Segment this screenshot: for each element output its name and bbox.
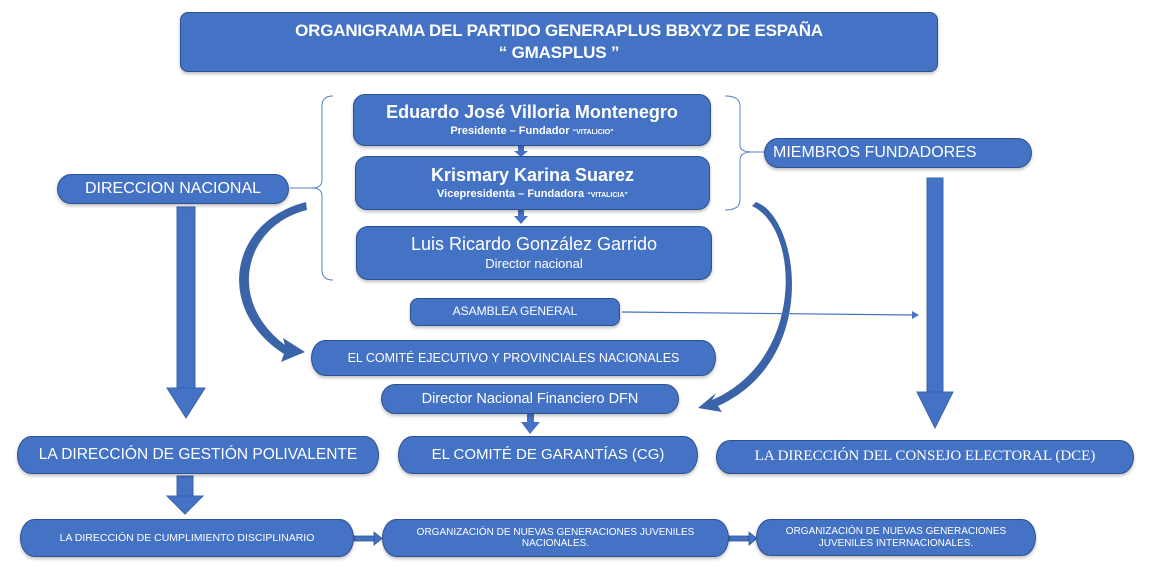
- asamblea-connector: [621, 311, 913, 316]
- chart-title: ORGANIGRAMA DEL PARTIDO GENERAPLUS BBXYZ…: [180, 12, 938, 72]
- presidente-note: “VITALICIO”: [572, 129, 614, 137]
- node-gestion-polivalente[interactable]: LA DIRECCIÓN DE GESTIÓN POLIVALENTE: [17, 436, 379, 474]
- node-juveniles-internacionales[interactable]: ORGANIZACIÓN DE NUEVAS GENERACIONES JUVE…: [756, 519, 1036, 556]
- node-direccion-nacional[interactable]: DIRECCION NACIONAL: [57, 174, 289, 204]
- director-financiero-label: Director Nacional Financiero DFN: [421, 390, 639, 407]
- director-name: Luis Ricardo González Garrido: [410, 233, 658, 254]
- vicepresidenta-role-line: Vicepresidenta – Fundadora “VITALICIA”: [437, 188, 628, 201]
- node-presidente[interactable]: Eduardo José Villoria Montenegro Preside…: [353, 94, 711, 146]
- presidente-role: Presidente – Fundador: [450, 125, 570, 138]
- asamblea-arrowhead: [912, 311, 919, 319]
- director-role: Director nacional: [485, 256, 583, 272]
- node-juveniles-nacionales[interactable]: ORGANIZACIÓN DE NUEVAS GENERACIONES JUVE…: [382, 519, 729, 557]
- miembros-fundadores-label: MIEMBROS FUNDADORES: [773, 143, 977, 161]
- arrow-nacionales-to-internacionales: [728, 531, 758, 546]
- node-vicepresidenta[interactable]: Krismary Karina Suarez Vicepresidenta – …: [355, 156, 710, 210]
- node-consejo-electoral[interactable]: LA DIRECCIÓN DEL CONSEJO ELECTORAL (DCE): [716, 440, 1134, 474]
- consejo-electoral-label: LA DIRECCIÓN DEL CONSEJO ELECTORAL (DCE): [754, 448, 1096, 465]
- node-comite-ejecutivo[interactable]: EL COMITÉ EJECUTIVO Y PROVINCIALES NACIO…: [311, 340, 716, 376]
- node-miembros-fundadores[interactable]: MIEMBROS FUNDADORES: [764, 138, 1032, 168]
- arrow-vice-to-director: [514, 210, 528, 224]
- arrow-gestion-to-cumplimiento: [165, 475, 205, 515]
- vicepresidenta-name: Krismary Karina Suarez: [430, 165, 635, 186]
- juveniles-internacionales-label: ORGANIZACIÓN DE NUEVAS GENERACIONES JUVE…: [785, 526, 1007, 549]
- presidente-role-line: Presidente – Fundador “VITALICIO”: [450, 125, 613, 138]
- arrow-cumplimiento-to-nacionales: [353, 531, 383, 546]
- asamblea-label: ASAMBLEA GENERAL: [452, 304, 578, 319]
- title-line-1: ORGANIGRAMA DEL PARTIDO GENERAPLUS BBXYZ…: [295, 21, 823, 41]
- juveniles-nacionales-label: ORGANIZACIÓN DE NUEVAS GENERACIONES JUVE…: [416, 526, 695, 550]
- left-bracket: [311, 95, 334, 281]
- direccion-nacional-label: DIRECCION NACIONAL: [84, 179, 262, 197]
- arrow-direccion-to-gestion: [166, 206, 206, 419]
- arrow-dfn-to-garantias: [521, 414, 540, 434]
- node-asamblea-general[interactable]: ASAMBLEA GENERAL: [410, 298, 620, 326]
- curved-arrow-right: [698, 202, 792, 412]
- arrow-fundadores-to-consejo: [916, 177, 954, 430]
- gestion-polivalente-label: LA DIRECCIÓN DE GESTIÓN POLIVALENTE: [38, 446, 358, 464]
- presidente-name: Eduardo José Villoria Montenegro: [386, 102, 678, 123]
- title-line-2: “ GMASPLUS ”: [498, 43, 620, 62]
- node-comite-garantias[interactable]: EL COMITÉ DE GARANTÍAS (CG): [398, 436, 698, 474]
- node-cumplimiento-disciplinario[interactable]: LA DIRECCIÓN DE CUMPLIMIENTO DISCIPLINAR…: [20, 519, 354, 557]
- vicepresidenta-role: Vicepresidenta – Fundadora: [437, 188, 585, 201]
- comite-garantias-label: EL COMITÉ DE GARANTÍAS (CG): [431, 446, 665, 464]
- node-director-financiero[interactable]: Director Nacional Financiero DFN: [381, 384, 679, 414]
- comite-ejecutivo-label: EL COMITÉ EJECUTIVO Y PROVINCIALES NACIO…: [347, 350, 680, 365]
- vicepresidenta-note: “VITALICIA”: [587, 192, 628, 200]
- right-bracket: [724, 95, 753, 211]
- curved-arrow-left: [239, 202, 307, 362]
- cumplimiento-label: LA DIRECCIÓN DE CUMPLIMIENTO DISCIPLINAR…: [59, 531, 315, 544]
- node-director-nacional[interactable]: Luis Ricardo González Garrido Director n…: [356, 226, 712, 280]
